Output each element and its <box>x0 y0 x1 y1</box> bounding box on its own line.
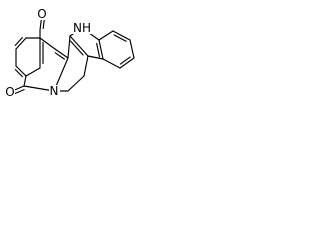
bond-B1-B2 <box>98 30 114 41</box>
indole-nh-label: NH <box>73 21 91 35</box>
atom-label-ring-nitrogen: N <box>49 84 60 98</box>
bond-A4-A5 <box>15 65 27 77</box>
bond-A2-A3 <box>15 37 27 50</box>
bond-C4-C5 <box>67 75 85 92</box>
bond-A4-A5 <box>14 69 23 78</box>
bond-B6-C3 <box>87 55 104 60</box>
chemical-structure: O O N NH <box>5 7 135 99</box>
bond-B1-B6 <box>98 39 104 60</box>
bond-B4-B5 <box>119 57 135 69</box>
bond-A1-Cv <box>39 37 56 50</box>
bond-Cl-A5 <box>23 75 27 87</box>
bond-Cv-Cw <box>54 52 65 60</box>
bond-B1-B6 <box>96 42 101 58</box>
bond-A2-A3 <box>14 37 23 46</box>
bond-B2-B3 <box>113 34 127 42</box>
bond-Cv-Cw <box>54 48 69 59</box>
atom-label-lactam-oxygen: O <box>5 85 15 99</box>
bond-C3-C4 <box>83 55 89 77</box>
lactam-oxygen-label: O <box>5 85 14 99</box>
ring-nitrogen-label: N <box>50 84 59 98</box>
bond-Cw-C2 <box>67 35 71 59</box>
bond-C2-C3 <box>69 35 89 57</box>
bond-A5-A6 <box>25 67 41 77</box>
bond-B3-B4 <box>129 39 135 59</box>
bond-B2-B3 <box>112 30 131 41</box>
bond-B5-B6 <box>102 58 121 69</box>
aldehyde-oxygen-label: O <box>37 7 46 21</box>
atom-label-aldehyde-oxygen: O <box>37 7 47 21</box>
bond-B4-B5 <box>119 56 131 65</box>
bond-C2-C3 <box>69 40 84 56</box>
atom-label-indole-nh: NH <box>72 21 92 35</box>
